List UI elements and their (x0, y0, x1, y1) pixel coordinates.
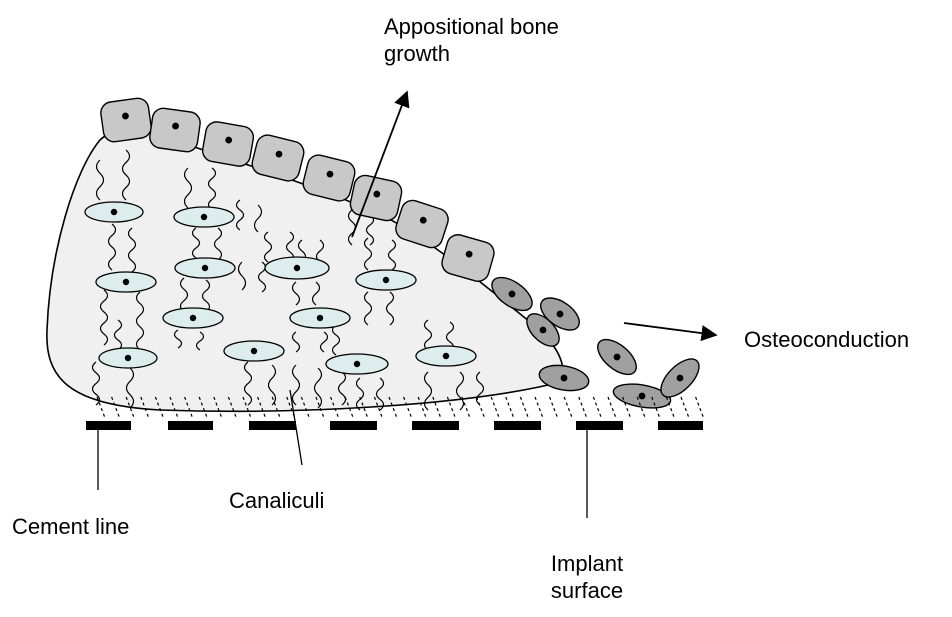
cement-tick (477, 397, 485, 418)
bone-lining-cell (148, 107, 201, 153)
cement-tick (579, 397, 587, 418)
cement-tick (550, 397, 558, 418)
osteocyte (85, 202, 143, 222)
implant-surface-line (86, 421, 703, 430)
osteoprogenitor-cell (592, 333, 643, 381)
osteocyte (265, 257, 329, 279)
cement-line-label: Cement line (12, 513, 129, 540)
osteocyte (174, 207, 234, 227)
implant-surface-segment (330, 421, 377, 430)
appositional-growth-label-line2: growth (384, 40, 559, 67)
implant-surface-segment (249, 421, 296, 430)
cement-tick (462, 397, 470, 418)
cement-tick (535, 397, 543, 418)
implant-surface-label-line2: surface (534, 577, 640, 604)
cement-tick (608, 397, 616, 418)
cement-tick (696, 397, 704, 418)
cement-tick (491, 397, 499, 418)
osteocyte (356, 270, 416, 290)
osteoconduction-arrow (624, 323, 716, 335)
osteoconduction-label: Osteoconduction (744, 326, 909, 353)
implant-surface-segment (86, 421, 131, 430)
appositional-growth-label-line1: Appositional bone (384, 13, 559, 40)
bone-lining-cell (99, 97, 152, 143)
osteocyte (416, 346, 476, 366)
cement-tick (681, 397, 689, 418)
implant-surface-segment (494, 421, 541, 430)
cement-tick (593, 397, 601, 418)
cement-tick (520, 397, 528, 418)
cement-tick (564, 397, 572, 418)
implant-surface-segment (658, 421, 703, 430)
osteocyte (175, 258, 235, 278)
implant-surface-label: Implant surface (534, 550, 640, 604)
osteocyte (96, 272, 156, 292)
implant-surface-segment (412, 421, 459, 430)
implant-surface-segment (576, 421, 623, 430)
cement-tick (506, 397, 514, 418)
implant-surface-segment (168, 421, 213, 430)
implant-surface-label-line1: Implant (534, 550, 640, 577)
appositional-growth-label: Appositional bone growth (384, 13, 559, 67)
canaliculi-label: Canaliculi (229, 487, 324, 514)
osteocyte (99, 348, 157, 368)
osteocyte (224, 341, 284, 361)
osteocyte (290, 308, 350, 328)
osteocyte (163, 308, 223, 328)
bone-lining-cell (201, 120, 255, 168)
osteocyte (326, 354, 388, 374)
